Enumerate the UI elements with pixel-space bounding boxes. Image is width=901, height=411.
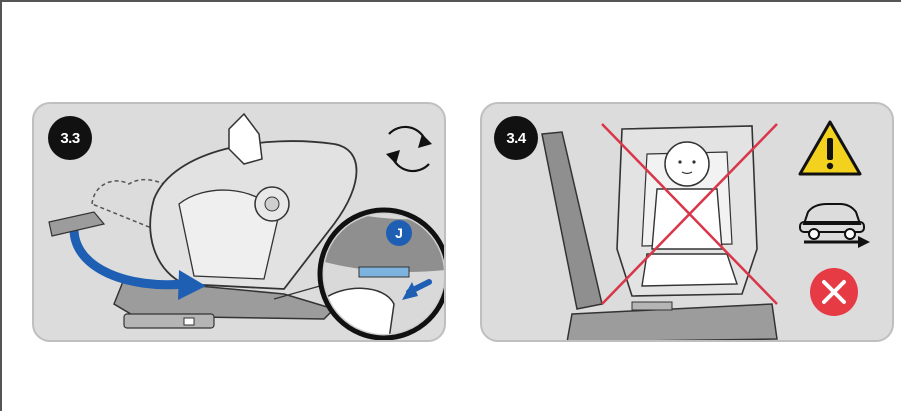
forbidden-x-icon — [810, 268, 858, 316]
step-number-badge: 3.4 — [494, 116, 538, 160]
step-number-badge: 3.3 — [48, 116, 92, 160]
step-3-4-illustration — [482, 104, 894, 342]
step-3-3-illustration — [34, 104, 446, 342]
warning-triangle-icon — [800, 122, 860, 174]
part-callout-label: J — [386, 220, 412, 246]
rotate-arrows-icon — [386, 127, 432, 171]
car-moving-icon — [800, 204, 870, 248]
step-3-3-panel: 3.3 J — [32, 102, 446, 342]
step-3-4-panel: 3.4 — [480, 102, 894, 342]
